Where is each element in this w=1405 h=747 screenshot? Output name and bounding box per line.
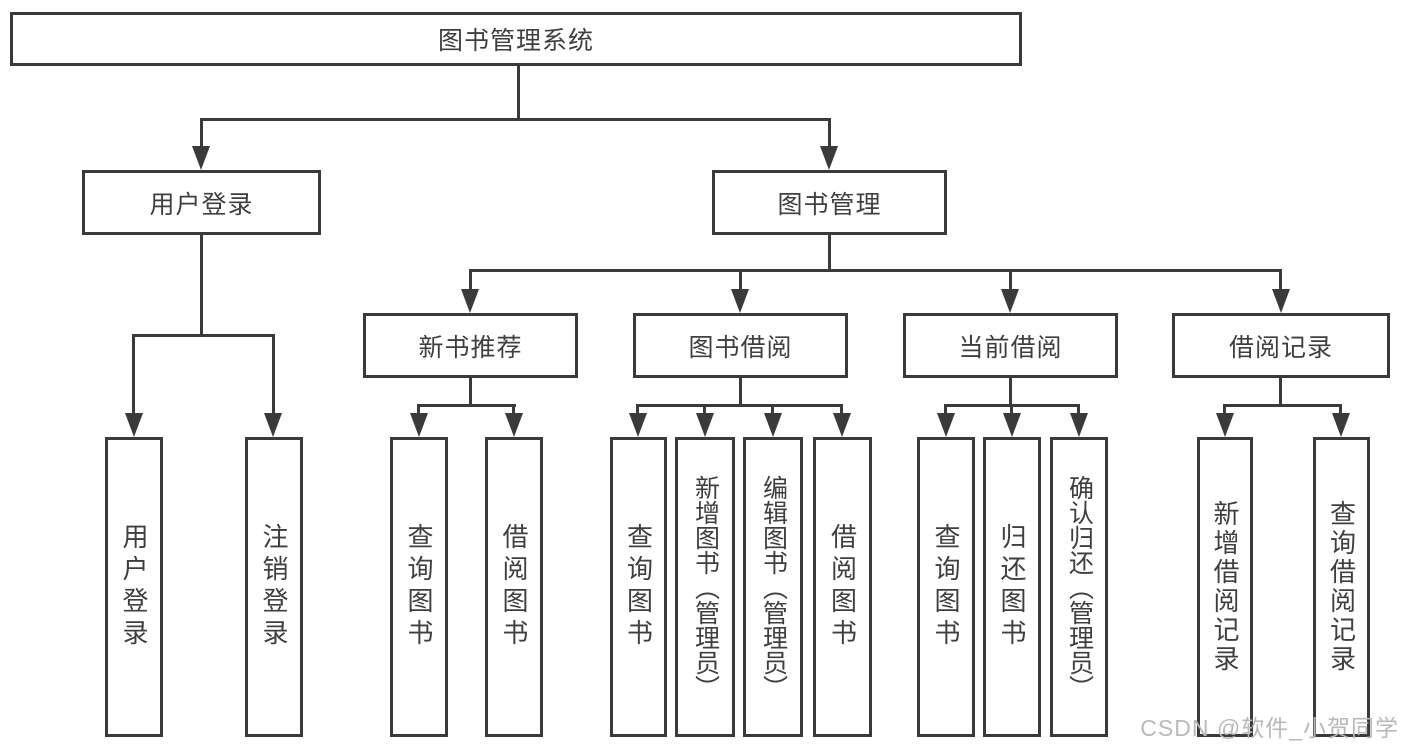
connector-line xyxy=(739,378,742,407)
arrowhead-down-icon xyxy=(1332,413,1350,437)
connector-line xyxy=(1339,404,1342,417)
connector-line xyxy=(417,404,420,417)
connector-line xyxy=(1009,378,1012,407)
connector-line xyxy=(739,269,742,293)
csdn-watermark: CSDN @软件_小贺同学 xyxy=(1140,715,1399,741)
node-leaf-query-books-3: 查询图书 xyxy=(917,437,975,737)
connector-line xyxy=(1279,378,1282,407)
node-current-borrowing: 当前借阅 xyxy=(903,313,1118,378)
connector-line xyxy=(1009,269,1012,293)
arrowhead-down-icon xyxy=(264,413,282,437)
node-leaf-edit-books-admin: 编辑图书（管理员） xyxy=(743,437,803,737)
node-leaf-query-books-1: 查询图书 xyxy=(390,437,448,737)
connector-line xyxy=(771,404,774,417)
connector-line xyxy=(944,404,947,417)
node-leaf-user-login: 用户登录 xyxy=(105,437,163,737)
node-library-management-system: 图书管理系统 xyxy=(10,12,1022,66)
node-leaf-return-books: 归还图书 xyxy=(983,437,1041,737)
node-new-book-recommendation: 新书推荐 xyxy=(363,313,578,378)
arrowhead-down-icon xyxy=(125,413,143,437)
connector-line xyxy=(417,404,516,407)
connector-line xyxy=(1279,269,1282,293)
arrowhead-down-icon xyxy=(629,413,647,437)
connector-line xyxy=(200,235,203,336)
node-leaf-logout: 注销登录 xyxy=(245,437,303,737)
connector-line xyxy=(469,378,472,407)
arrowhead-down-icon xyxy=(461,289,479,313)
node-leaf-query-books-2: 查询图书 xyxy=(610,437,667,737)
node-leaf-query-borrow-record: 查询借阅记录 xyxy=(1313,437,1370,737)
connector-line xyxy=(636,404,639,417)
connector-line xyxy=(840,404,843,417)
node-user-login: 用户登录 xyxy=(82,170,321,235)
connector-line xyxy=(1223,404,1226,417)
connector-line xyxy=(828,235,831,271)
arrowhead-down-icon xyxy=(1001,289,1019,313)
arrowhead-down-icon xyxy=(696,413,714,437)
connector-line xyxy=(132,334,275,337)
arrowhead-down-icon xyxy=(731,289,749,313)
arrowhead-down-icon xyxy=(937,413,955,437)
arrowhead-down-icon xyxy=(1003,413,1021,437)
connector-line xyxy=(1223,404,1342,407)
arrowhead-down-icon xyxy=(1070,413,1088,437)
arrowhead-down-icon xyxy=(410,413,428,437)
node-leaf-add-books-admin: 新增图书（管理员） xyxy=(675,437,735,737)
node-book-management: 图书管理 xyxy=(712,170,947,235)
connector-line xyxy=(469,269,1282,272)
node-leaf-add-borrow-record: 新增借阅记录 xyxy=(1197,437,1253,737)
arrowhead-down-icon xyxy=(505,413,523,437)
connector-line xyxy=(132,334,135,417)
connector-line xyxy=(636,404,843,407)
connector-line xyxy=(272,334,275,417)
connector-line xyxy=(200,118,203,150)
node-book-borrowing: 图书借阅 xyxy=(633,313,848,378)
connector-line xyxy=(703,404,706,417)
arrowhead-down-icon xyxy=(192,146,210,170)
arrowhead-down-icon xyxy=(1216,413,1234,437)
node-borrowing-records: 借阅记录 xyxy=(1172,313,1390,378)
connector-line xyxy=(1077,404,1080,417)
arrowhead-down-icon xyxy=(1272,289,1290,313)
connector-line xyxy=(1010,404,1013,417)
node-leaf-confirm-return-admin: 确认归还（管理员） xyxy=(1050,437,1108,737)
connector-line xyxy=(200,118,831,121)
arrowhead-down-icon xyxy=(820,146,838,170)
connector-line xyxy=(828,118,831,150)
node-leaf-borrow-books-1: 借阅图书 xyxy=(485,437,543,737)
arrowhead-down-icon xyxy=(764,413,782,437)
connector-line xyxy=(512,404,515,417)
connector-line xyxy=(469,269,472,293)
node-leaf-borrow-books-2: 借阅图书 xyxy=(813,437,872,737)
connector-line xyxy=(517,66,520,118)
arrowhead-down-icon xyxy=(833,413,851,437)
